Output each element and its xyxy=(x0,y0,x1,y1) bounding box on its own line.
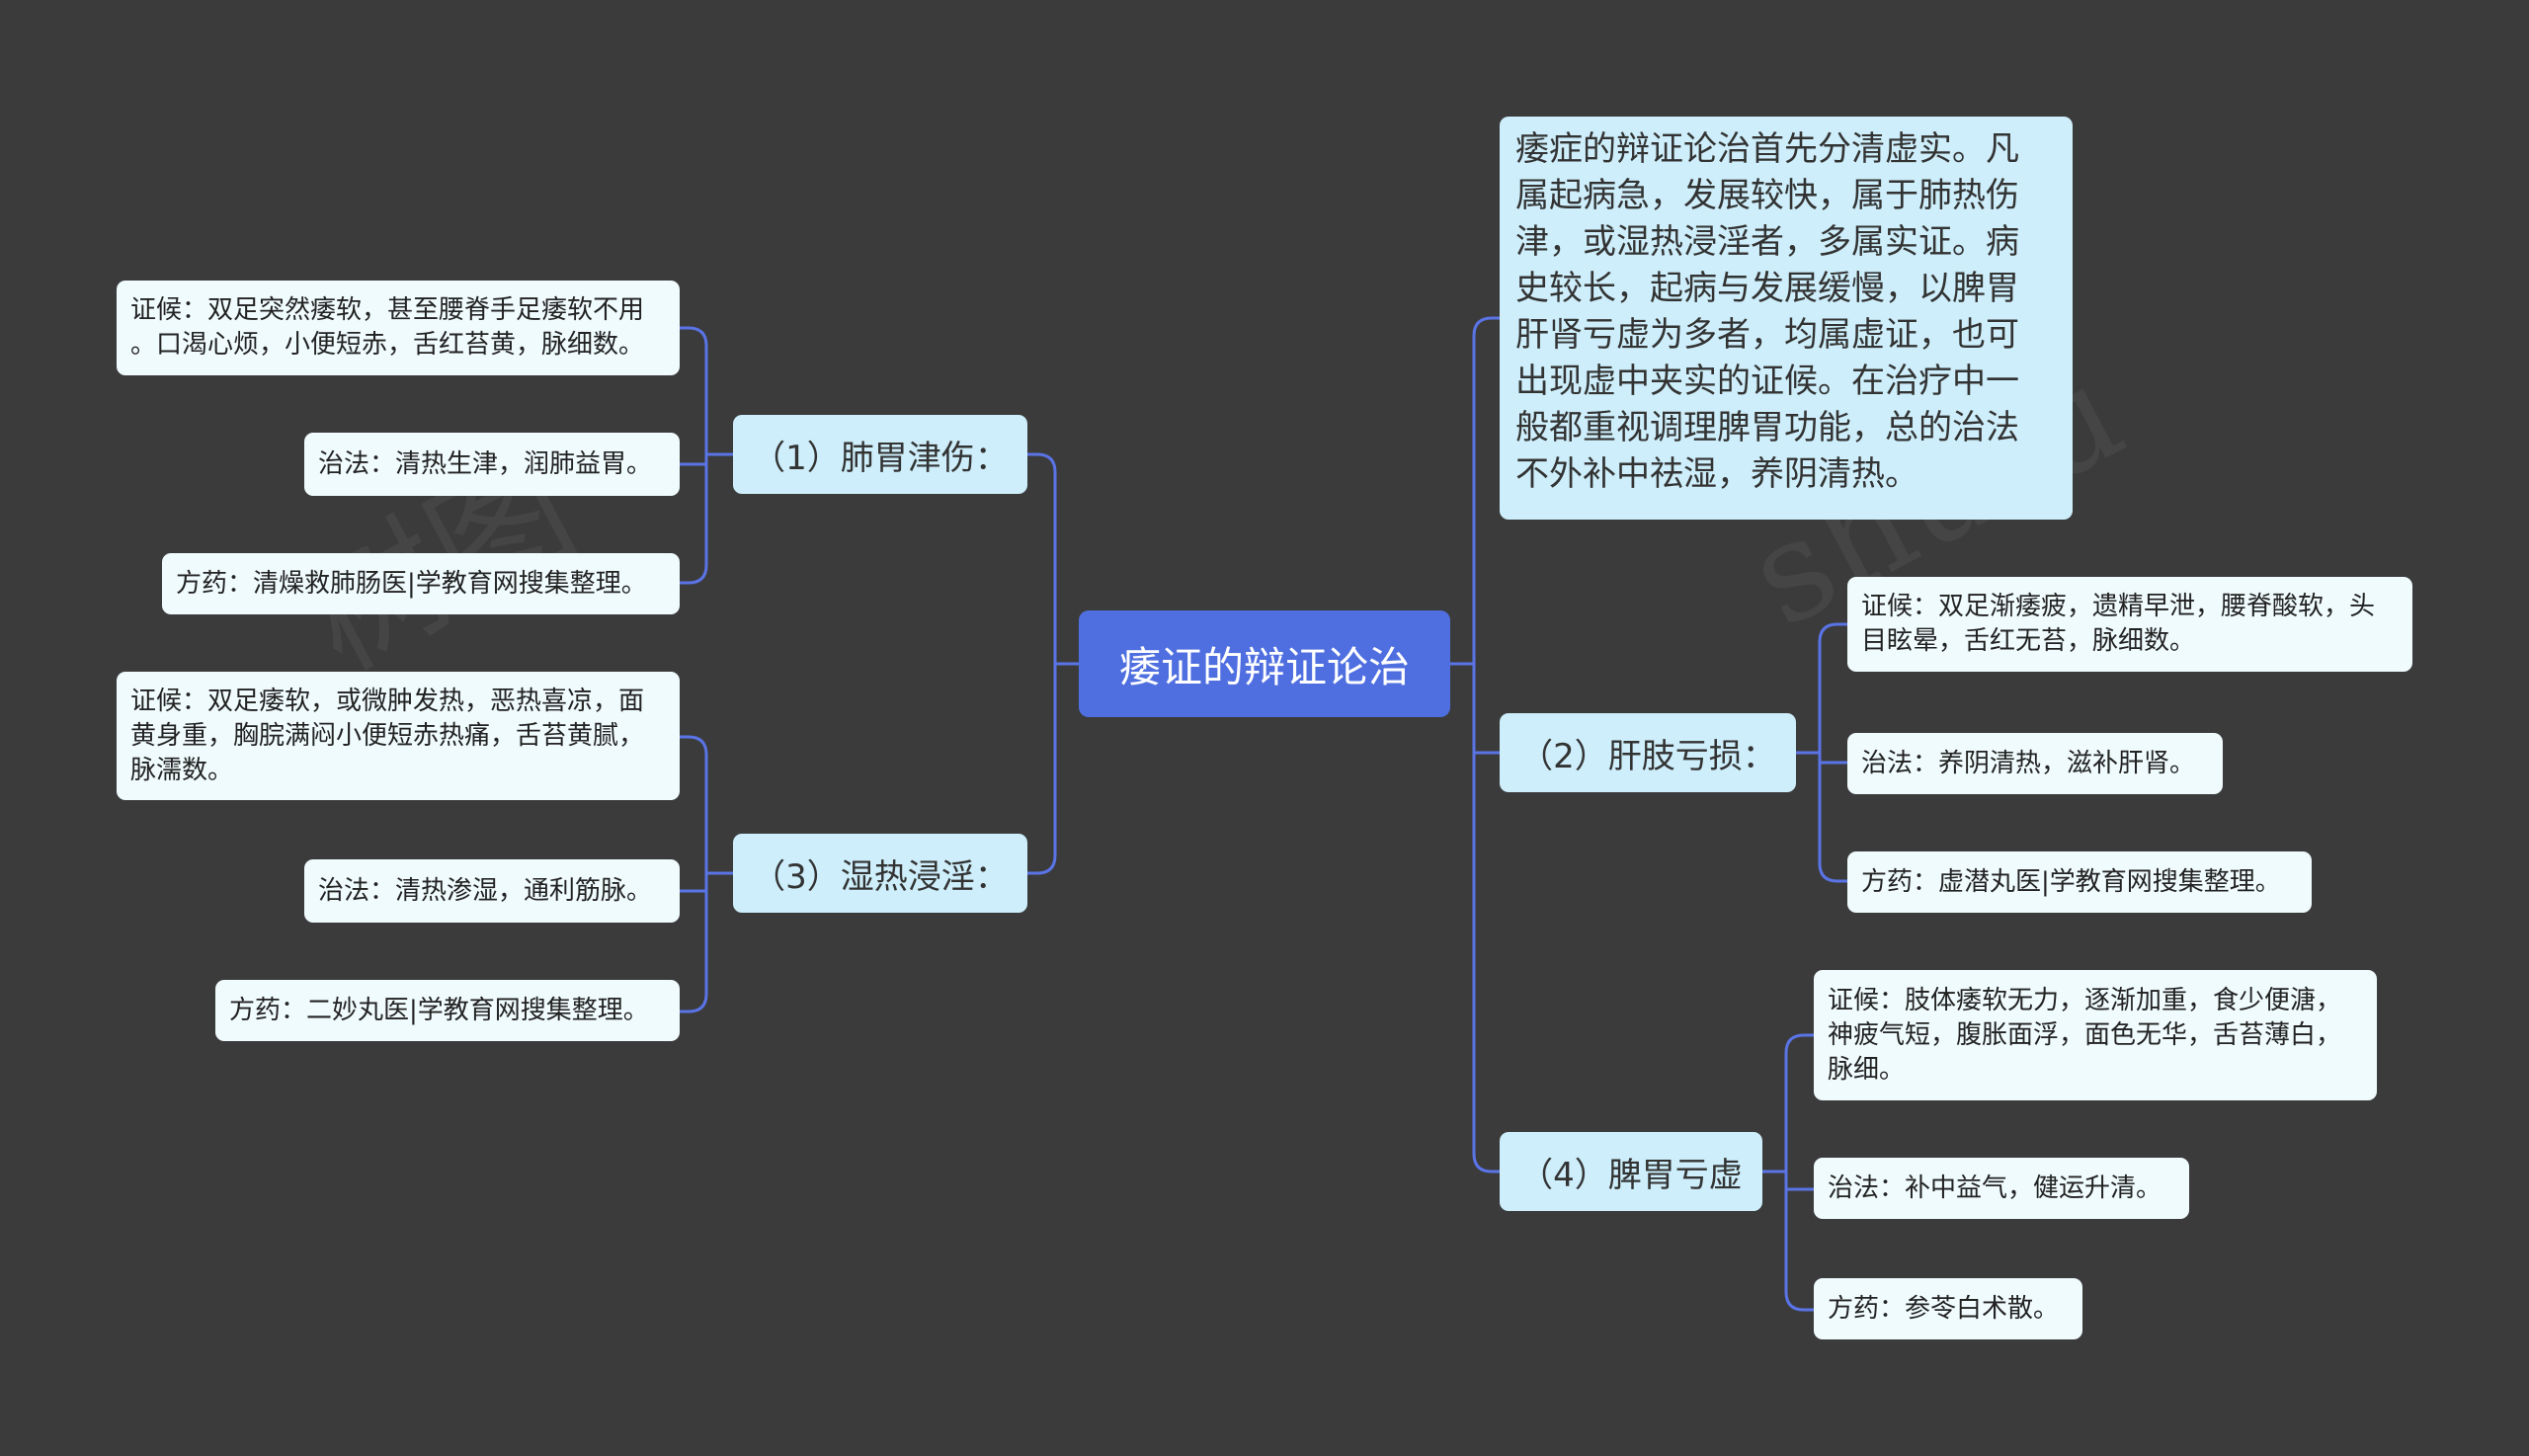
summary-line: 痿症的辩证论治首先分清虚实。凡 xyxy=(1515,129,2019,169)
branch-node-damp-heat[interactable]: （3）湿热浸淫： xyxy=(733,834,1027,913)
summary-line: 出现虚中夹实的证候。在治疗中一 xyxy=(1515,362,2019,401)
leaf-line: 方药：清燥救肺肠医|学教育网搜集整理。 xyxy=(176,568,647,599)
branch-node-lung-stomach[interactable]: （1）肺胃津伤： xyxy=(733,415,1027,494)
leaf-line: 方药：参苓白术散。 xyxy=(1828,1293,2060,1324)
leaf-symptoms[interactable]: 证候：肢体痿软无力，逐渐加重，食少便溏， 神疲气短，腹胀面浮，面色无华，舌苔薄白… xyxy=(1814,970,2377,1100)
summary-line: 肝肾亏虚为多者，均属虚证，也可 xyxy=(1515,315,2019,355)
leaf-line: 神疲气短，腹胀面浮，面色无华，舌苔薄白， xyxy=(1828,1019,2342,1050)
root-node[interactable]: 痿证的辩证论治 xyxy=(1079,610,1450,717)
leaf-symptoms[interactable]: 证候：双足渐痿疲，遗精早泄，腰脊酸软，头 目眩晕，舌红无苔，脉细数。 xyxy=(1847,577,2412,672)
summary-line: 属起病急，发展较快，属于肺热伤 xyxy=(1515,176,2019,215)
leaf-line: 证候：肢体痿软无力，逐渐加重，食少便溏， xyxy=(1828,985,2342,1015)
leaf-prescription[interactable]: 方药：参苓白术散。 xyxy=(1814,1278,2082,1339)
leaf-prescription[interactable]: 方药：虚潜丸医|学教育网搜集整理。 xyxy=(1847,851,2312,913)
leaf-symptoms[interactable]: 证候：双足突然痿软，甚至腰脊手足痿软不用 。口渴心烦，小便短赤，舌红苔黄，脉细数… xyxy=(117,281,680,375)
leaf-line: 治法：补中益气，健运升清。 xyxy=(1828,1173,2162,1203)
leaf-line: 证候：双足突然痿软，甚至腰脊手足痿软不用 xyxy=(130,295,645,325)
leaf-line: 治法：清热渗湿，通利筋脉。 xyxy=(318,875,653,906)
leaf-prescription[interactable]: 方药：清燥救肺肠医|学教育网搜集整理。 xyxy=(162,553,680,614)
branch-label: （4）脾胃亏虚 xyxy=(1519,1155,1743,1195)
leaf-line: 。口渴心烦，小便短赤，舌红苔黄，脉细数。 xyxy=(130,330,645,360)
branch-node-spleen-stomach[interactable]: （4）脾胃亏虚 xyxy=(1500,1132,1762,1211)
leaf-line: 目眩晕，舌红无苔，脉细数。 xyxy=(1861,626,2196,656)
summary-line: 津，或湿热浸淫者，多属实证。病 xyxy=(1515,222,2019,262)
leaf-line: 治法：养阴清热，滋补肝肾。 xyxy=(1861,748,2196,778)
leaf-prescription[interactable]: 方药：二妙丸医|学教育网搜集整理。 xyxy=(215,980,680,1041)
branch-node-liver-kidney[interactable]: （2）肝肢亏损： xyxy=(1500,713,1796,792)
leaf-line: 证候：双足痿软，或微肿发热，恶热喜凉，面 xyxy=(130,686,645,716)
leaf-line: 治法：清热生津，润肺益胃。 xyxy=(318,448,653,479)
leaf-treatment[interactable]: 治法：养阴清热，滋补肝肾。 xyxy=(1847,733,2223,794)
leaf-treatment[interactable]: 治法：清热生津，润肺益胃。 xyxy=(304,433,680,496)
branch-label: （2）肝肢亏损： xyxy=(1519,736,1776,776)
leaf-line: 脉细。 xyxy=(1828,1054,1906,1085)
leaf-treatment[interactable]: 治法：补中益气，健运升清。 xyxy=(1814,1158,2189,1219)
leaf-line: 黄身重，胸脘满闷小便短赤热痛，舌苔黄腻， xyxy=(130,720,645,751)
leaf-line: 方药：虚潜丸医|学教育网搜集整理。 xyxy=(1861,866,2281,897)
leaf-line: 方药：二妙丸医|学教育网搜集整理。 xyxy=(229,995,649,1025)
summary-line: 般都重视调理脾胃功能，总的治法 xyxy=(1515,408,2019,447)
leaf-treatment[interactable]: 治法：清热渗湿，通利筋脉。 xyxy=(304,859,680,923)
leaf-line: 证候：双足渐痿疲，遗精早泄，腰脊酸软，头 xyxy=(1861,592,2376,621)
summary-node[interactable]: 痿症的辩证论治首先分清虚实。凡 属起病急，发展较快，属于肺热伤 津，或湿热浸淫者… xyxy=(1500,117,2073,520)
leaf-line: 脉濡数。 xyxy=(130,755,234,785)
leaf-symptoms[interactable]: 证候：双足痿软，或微肿发热，恶热喜凉，面 黄身重，胸脘满闷小便短赤热痛，舌苔黄腻… xyxy=(117,672,680,800)
branch-label: （1）肺胃津伤： xyxy=(752,438,1009,478)
summary-line: 史较长，起病与发展缓慢，以脾胃 xyxy=(1515,269,2019,308)
summary-line: 不外补中祛湿，养阴清热。 xyxy=(1515,454,1918,494)
root-label: 痿证的辩证论治 xyxy=(1118,642,1410,691)
branch-label: （3）湿热浸淫： xyxy=(752,856,1009,897)
